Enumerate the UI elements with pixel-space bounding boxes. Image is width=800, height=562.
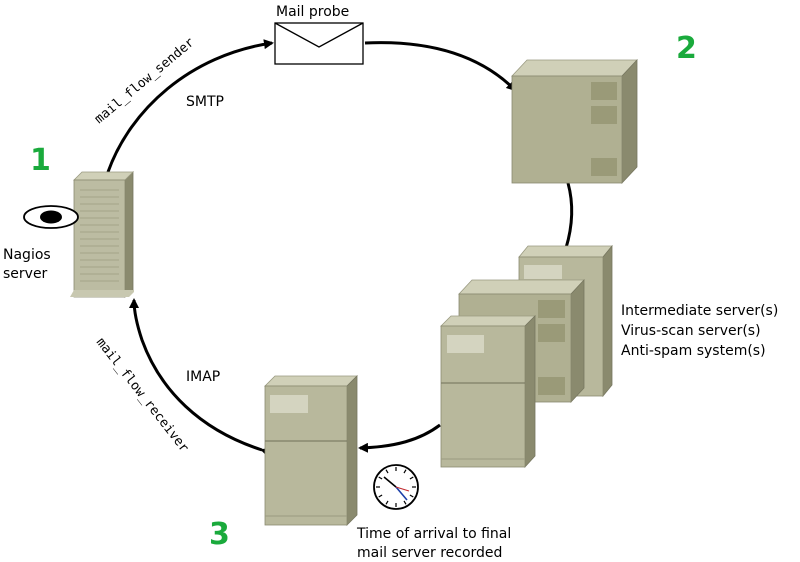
imap-label: IMAP bbox=[186, 369, 220, 385]
step-number-1: 1 bbox=[30, 143, 51, 178]
nagios-server-tower bbox=[70, 171, 134, 298]
mail-probe-label: Mail probe bbox=[276, 4, 349, 20]
final-mail-server-3 bbox=[264, 375, 358, 526]
arrival-label-line1: Time of arrival to final bbox=[356, 526, 511, 542]
step-number-3: 3 bbox=[209, 517, 230, 552]
intermediate-label-line3: Anti-spam system(s) bbox=[621, 343, 766, 359]
arrow-probe-to-server bbox=[364, 41, 517, 92]
arrow-server-to-intermediate bbox=[564, 182, 574, 249]
intermediate-label-line2: Virus-scan server(s) bbox=[621, 323, 761, 339]
nagios-server-label-line1: Nagios bbox=[3, 247, 51, 263]
arrow-imap bbox=[129, 298, 272, 458]
mail-server-2 bbox=[511, 58, 638, 185]
step-number-2: 2 bbox=[676, 31, 697, 66]
nagios-eye-icon bbox=[23, 205, 79, 229]
intermediate-server-front bbox=[440, 315, 536, 469]
mail-flow-sender-label: mail_flow_sender bbox=[92, 35, 198, 127]
arrival-label-line2: mail server recorded bbox=[357, 545, 502, 561]
smtp-label: SMTP bbox=[186, 94, 224, 110]
intermediate-label-line1: Intermediate server(s) bbox=[621, 303, 778, 319]
mail-probe-envelope-icon bbox=[274, 22, 364, 65]
nagios-server-label-line2: server bbox=[3, 266, 48, 282]
arrow-intermediate-to-final bbox=[358, 423, 441, 453]
clock-icon bbox=[373, 464, 419, 510]
arrow-smtp-send bbox=[106, 39, 274, 173]
